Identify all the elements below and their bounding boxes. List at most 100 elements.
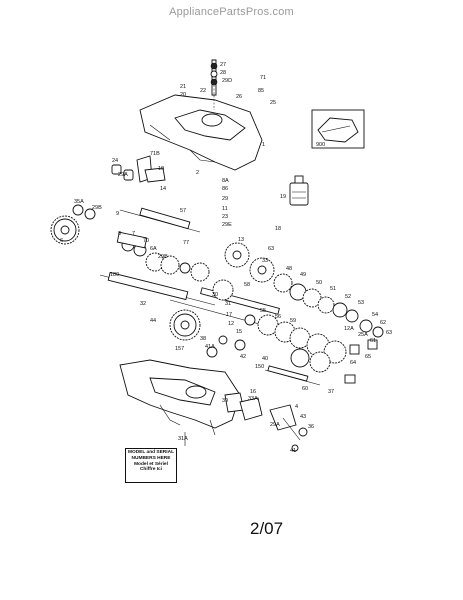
callout: 41A (205, 344, 215, 350)
callout: 62 (380, 320, 386, 326)
label-line-3: Model et Sériel (134, 461, 168, 467)
callout: 29A (118, 172, 128, 178)
callout: 64 (350, 360, 356, 366)
output-shaft (264, 339, 378, 386)
callout: 11 (222, 206, 228, 212)
callout: 41 (290, 448, 296, 454)
callout: 180 (110, 272, 119, 278)
callout: 43 (300, 414, 306, 420)
left-shafts (72, 155, 201, 233)
site-header: AppliancePartsPros.com (169, 6, 294, 18)
callout: 29B (158, 254, 168, 260)
callout: 71 (260, 75, 266, 81)
callout: 6 (60, 238, 63, 244)
callout: 8A (222, 178, 229, 184)
callout: 28 (220, 70, 226, 76)
callout: 60 (302, 386, 308, 392)
callout: 12A (344, 326, 354, 332)
callout: 16 (250, 389, 256, 395)
callout: 29E (222, 222, 232, 228)
callout: 10 (158, 166, 164, 172)
label-line-2: NUMBERS HERE (131, 455, 171, 461)
callout: 24 (112, 158, 118, 164)
callout: 20 (180, 92, 186, 98)
callout: 31 (225, 301, 231, 307)
callout: 54 (372, 312, 378, 318)
callout: 77 (183, 240, 189, 246)
brake-assembly (184, 397, 308, 452)
callout: 36 (308, 424, 314, 430)
inset-label: 900 (316, 142, 325, 148)
callout: 9 (116, 211, 119, 217)
callout: 37 (328, 389, 334, 395)
oil-bottle (289, 175, 309, 206)
callout: 29 (222, 196, 228, 202)
callout: 40 (262, 356, 268, 362)
callout: 18 (275, 226, 281, 232)
callout: 29D (222, 78, 232, 84)
callout: 29B (92, 205, 102, 211)
gear-stack-upper (224, 242, 384, 338)
callout: 30 (212, 292, 218, 298)
callout: 35A (74, 199, 84, 205)
label-line-1: MODEL and SERIAL (127, 450, 175, 455)
lower-housing (119, 359, 245, 436)
callout: 39 (222, 398, 228, 404)
callout: 14 (160, 186, 166, 192)
callout: 38 (200, 336, 206, 342)
callout: 32 (140, 301, 146, 307)
callout: 1 (262, 142, 265, 148)
callout: 23 (222, 214, 228, 220)
callout: 19 (280, 194, 286, 200)
callout: 31A (178, 436, 188, 442)
callout: 56 (275, 314, 281, 320)
callout: 44 (150, 318, 156, 324)
callout: 12 (228, 321, 234, 327)
callout: 22 (200, 88, 206, 94)
callout: 8 (118, 231, 121, 237)
callout: 70 (143, 238, 149, 244)
callout: 42 (240, 354, 246, 360)
callout: 63 (386, 330, 392, 336)
label-line-4: Chiffre Ici (139, 467, 163, 473)
callout: 33A (248, 396, 258, 402)
callout: 4 (295, 404, 298, 410)
callout: 48 (286, 266, 292, 272)
callout: 55 (260, 308, 266, 314)
gear-lower-left (169, 309, 201, 341)
callout: 63 (268, 246, 274, 252)
callout: 25A (358, 332, 368, 338)
callout: 7 (132, 231, 135, 237)
callout: 85 (258, 88, 264, 94)
gear-stack-lower (206, 314, 347, 373)
callout: 21 (180, 84, 186, 90)
callout: 17 (226, 312, 232, 318)
callout: 61 (370, 338, 376, 344)
callout: 58 (244, 282, 250, 288)
callout: 150 (255, 364, 264, 370)
callout: 27 (220, 62, 226, 68)
callout: 6A (150, 246, 157, 252)
callout: 13 (238, 237, 244, 243)
callout: 51 (330, 286, 336, 292)
callout: 59 (290, 318, 296, 324)
callout: 65 (365, 354, 371, 360)
middle-gears (99, 231, 216, 306)
callout: 52 (345, 294, 351, 300)
page-reference: 2/07 (250, 519, 284, 538)
model-serial-label: MODEL and SERIAL NUMBERS HERE Model et S… (125, 448, 177, 483)
callout: 2 (196, 170, 199, 176)
callout-labels: 27 28 29D 71 21 20 22 26 85 25 71B 1 2 8… (60, 62, 392, 454)
callout: 49 (300, 272, 306, 278)
callout: 157 (175, 346, 184, 352)
callout: 50 (316, 280, 322, 286)
callout: 26 (236, 94, 242, 100)
callout: 29A (270, 422, 280, 428)
callout: 33 (262, 258, 268, 264)
callout: 71B (150, 151, 160, 157)
callout: 86 (222, 186, 228, 192)
inset-assembly (311, 109, 365, 149)
callout: 25 (270, 100, 276, 106)
callout: 53 (358, 300, 364, 306)
